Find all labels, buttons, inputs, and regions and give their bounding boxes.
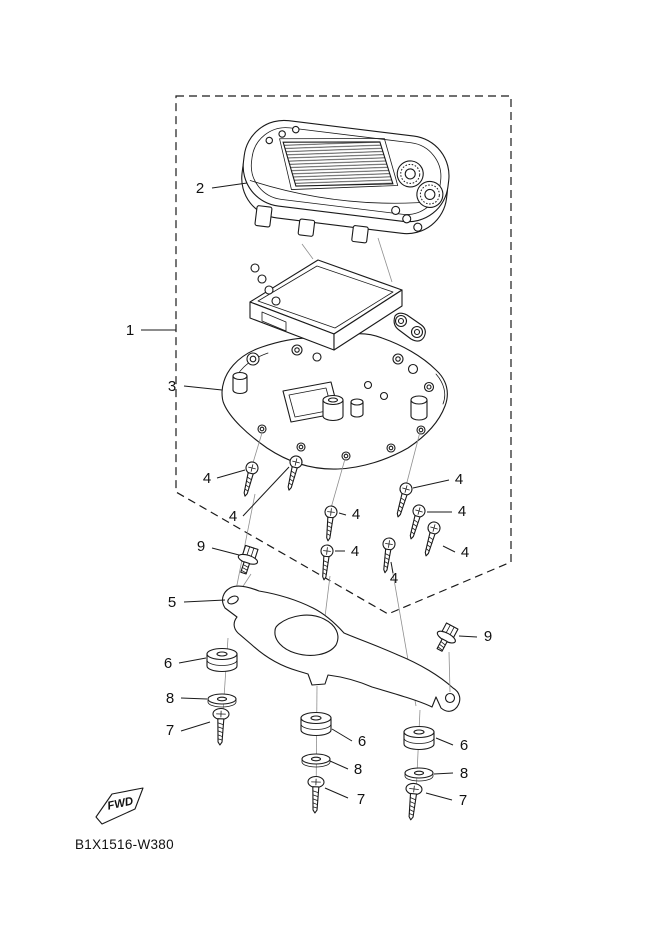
callout-6-b: 6 [358, 733, 366, 750]
callout-8-a: 8 [166, 690, 174, 707]
display-module [249, 259, 403, 351]
bracket-right-hole [444, 692, 456, 704]
washer-8-1 [207, 693, 237, 708]
meter-cover [241, 119, 450, 244]
callout-7-a: 7 [166, 722, 174, 739]
plate-top-right-bosses [393, 312, 426, 342]
leader-line-5 [183, 599, 226, 603]
leader-line-8c [433, 772, 454, 775]
leader-line-9a [211, 547, 240, 556]
drawing-code: B1X1516-W380 [75, 837, 174, 852]
plate-rubber-post-right [410, 395, 428, 421]
cover-face-line [249, 180, 438, 204]
hex-bolt-9-1 [233, 543, 262, 577]
damper-6-2 [300, 711, 332, 737]
callout-7-c: 7 [459, 792, 467, 809]
callout-8-b: 8 [354, 761, 362, 778]
screw-4-1 [238, 460, 260, 499]
bracket-center-opening [274, 614, 339, 656]
damper-6-1 [206, 647, 238, 673]
callout-4-c: 4 [352, 506, 360, 523]
plate-rubber-post-small [350, 398, 364, 418]
module-screw-bosses [250, 263, 281, 306]
screw-4-6 [391, 481, 414, 520]
leader-line-2 [211, 182, 248, 189]
damper-6-3 [403, 725, 435, 751]
callout-4-group: 4 4 4 4 4 4 4 4 [203, 466, 469, 587]
leader-line-9b [458, 635, 478, 638]
screw-4-8 [419, 520, 442, 559]
washer-8-3 [404, 767, 434, 782]
leader-line-6b [331, 728, 353, 742]
callout-3: 3 [168, 378, 176, 395]
leader-line-8a [180, 697, 208, 700]
callout-9-a: 9 [197, 538, 205, 555]
screw-7-1 [211, 707, 230, 746]
callout-1: 1 [126, 322, 134, 339]
callout-2: 2 [196, 180, 204, 197]
meter-base-plate [221, 312, 448, 470]
meter-knob-right [416, 180, 444, 209]
leader-line-6a [178, 657, 207, 664]
callout-8-c: 8 [460, 765, 468, 782]
leader-line-6c [435, 737, 454, 746]
screw-4-4 [317, 543, 335, 582]
fwd-arrow [95, 787, 144, 825]
screw-4-7 [404, 503, 427, 542]
meter-knob-left [396, 160, 424, 188]
callout-4-h: 4 [461, 544, 469, 561]
meter-display [282, 141, 394, 187]
bolt-axis-right [448, 651, 451, 693]
callout-4-b: 4 [229, 508, 237, 525]
plate-rubber-post-center [322, 394, 344, 422]
fwd-label: FWD [106, 795, 134, 812]
callout-6-c: 6 [460, 737, 468, 754]
leader-line-3 [183, 385, 223, 391]
callout-4-d: 4 [351, 543, 359, 560]
screw-7-2 [306, 775, 325, 814]
callout-9-b: 9 [484, 628, 492, 645]
bracket-stay [221, 585, 461, 712]
plate-rubber-post-left [232, 371, 248, 395]
callout-7-b: 7 [357, 791, 365, 808]
cover-mount-tabs [254, 205, 369, 244]
leader-line-7c [425, 792, 453, 801]
hex-bolt-9-2 [430, 620, 462, 656]
bracket-left-slot [227, 595, 239, 605]
leader-line-7a [180, 721, 211, 732]
leader-line-8b [329, 760, 349, 770]
callout-4-g: 4 [458, 503, 466, 520]
indicator-leds [265, 125, 300, 145]
plate-bosses-and-holes [246, 344, 435, 461]
callout-4-f: 4 [455, 471, 463, 488]
module-connector [261, 311, 287, 332]
display-bezel [279, 138, 399, 190]
assembly-boundary [175, 95, 512, 615]
screw-4-2 [282, 454, 304, 493]
screw-4-3 [321, 504, 339, 543]
screw-7-3 [402, 782, 424, 822]
fwd-marker: FWD [95, 787, 144, 825]
cover-grommet-posts [391, 205, 423, 232]
callout-5: 5 [168, 594, 176, 611]
callout-6-a: 6 [164, 655, 172, 672]
leader-line-7b [324, 787, 349, 799]
screw-4-5 [378, 536, 397, 575]
callout-4-a: 4 [203, 470, 211, 487]
callout-4-e: 4 [390, 570, 398, 587]
assembly-connector-lines-top [301, 237, 393, 283]
